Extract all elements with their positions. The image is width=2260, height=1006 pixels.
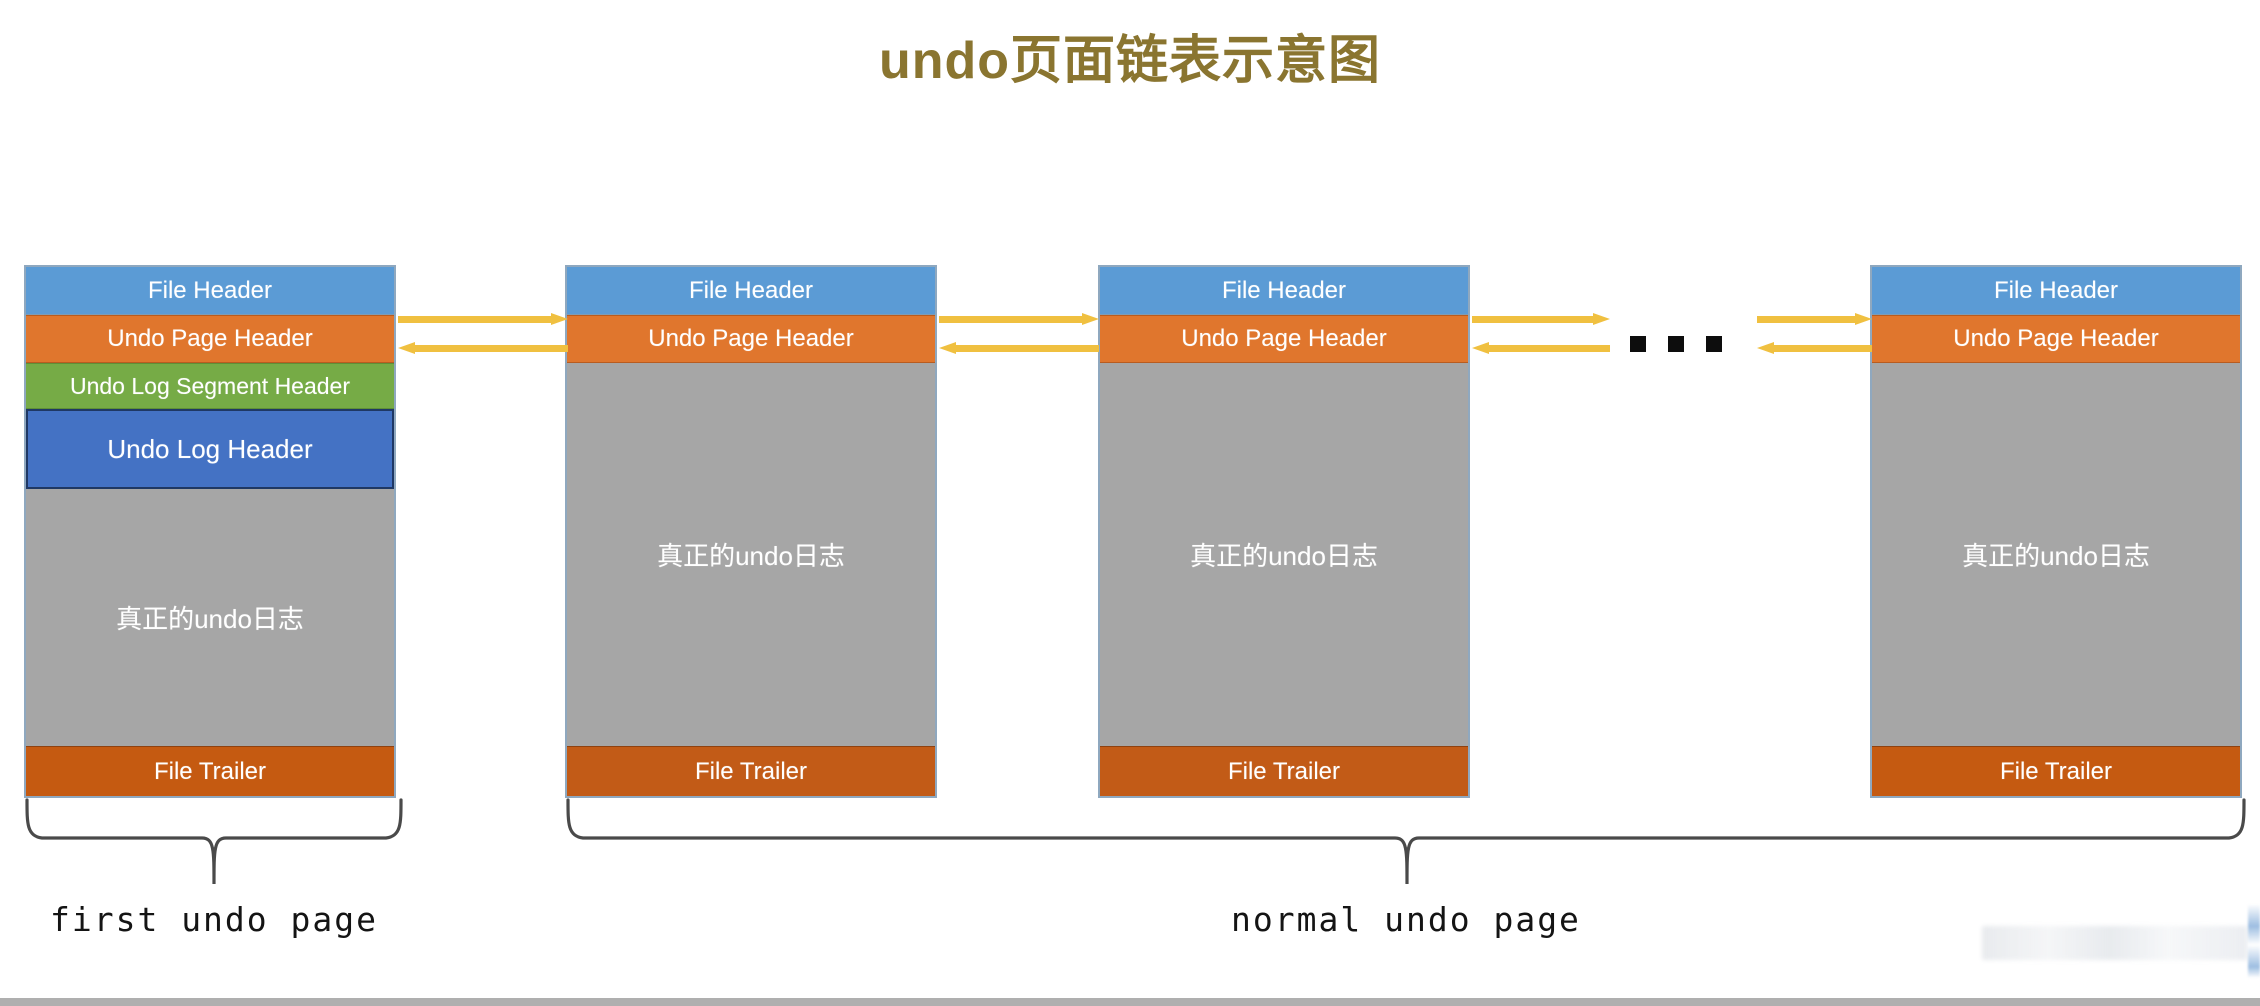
arrow-shaft — [1487, 345, 1610, 352]
link-arrow-right-2-3 — [939, 313, 1099, 326]
arrow-shaft — [939, 316, 1084, 323]
arrow-head — [398, 342, 415, 354]
brace-label-normal-undo-page: normal undo page — [1231, 900, 1581, 939]
arrow-shaft — [1472, 316, 1595, 323]
ellipsis-dot — [1668, 336, 1684, 352]
link-arrow-left-ellipsis-3 — [1472, 342, 1610, 355]
arrow-head — [551, 313, 568, 325]
segment-undo-page-header: Undo Page Header — [1100, 315, 1468, 363]
segment-undo-page-header: Undo Page Header — [567, 315, 935, 363]
brace-first-undo-page — [25, 798, 403, 885]
arrow-head — [1472, 342, 1489, 354]
segment-file-header: File Header — [567, 267, 935, 315]
segment-file-trailer: File Trailer — [26, 746, 394, 796]
arrow-shaft — [413, 345, 568, 352]
ellipsis-dot — [1706, 336, 1722, 352]
undo-page-block-4[interactable]: File Header Undo Page Header 真正的undo日志 F… — [1870, 265, 2242, 798]
segment-file-header: File Header — [26, 267, 394, 315]
arrow-head — [1082, 313, 1099, 325]
arrow-shaft — [398, 316, 553, 323]
segment-undo-log-body: 真正的undo日志 — [567, 363, 935, 746]
segment-undo-log-segment-header: Undo Log Segment Header — [26, 363, 394, 409]
ellipsis-dot — [1630, 336, 1646, 352]
segment-file-trailer: File Trailer — [567, 746, 935, 796]
arrow-shaft — [1772, 345, 1872, 352]
segment-undo-page-header: Undo Page Header — [26, 315, 394, 363]
arrow-head — [939, 342, 956, 354]
segment-undo-page-header: Undo Page Header — [1872, 315, 2240, 363]
segment-undo-log-header: Undo Log Header — [26, 409, 394, 489]
undo-page-block-1[interactable]: File Header Undo Page Header Undo Log Se… — [24, 265, 396, 798]
bottom-edge-strip — [0, 998, 2260, 1006]
arrow-head — [1855, 313, 1872, 325]
link-arrow-left-3-2 — [939, 342, 1099, 355]
segment-file-trailer: File Trailer — [1100, 746, 1468, 796]
segment-file-trailer: File Trailer — [1872, 746, 2240, 796]
segment-file-header: File Header — [1100, 267, 1468, 315]
page-title: undo页面链表示意图 — [878, 32, 1382, 90]
segment-undo-log-body: 真正的undo日志 — [26, 489, 394, 746]
ellipsis-dots — [1630, 336, 1722, 352]
arrow-shaft — [1757, 316, 1857, 323]
brace-normal-undo-page — [566, 798, 2246, 885]
link-arrow-right-1-2 — [398, 313, 568, 326]
arrow-head — [1757, 342, 1774, 354]
watermark-accent-bar — [2248, 904, 2260, 978]
link-arrow-right-ellipsis-4 — [1757, 313, 1872, 326]
brace-label-first-undo-page: first undo page — [49, 900, 378, 939]
link-arrow-left-2-1 — [398, 342, 568, 355]
arrow-shaft — [954, 345, 1099, 352]
segment-undo-log-body: 真正的undo日志 — [1872, 363, 2240, 746]
undo-page-block-3[interactable]: File Header Undo Page Header 真正的undo日志 F… — [1098, 265, 1470, 798]
segment-file-header: File Header — [1872, 267, 2240, 315]
link-arrow-left-4-ellipsis — [1757, 342, 1872, 355]
watermark — [1982, 926, 2248, 960]
undo-page-block-2[interactable]: File Header Undo Page Header 真正的undo日志 F… — [565, 265, 937, 798]
segment-undo-log-body: 真正的undo日志 — [1100, 363, 1468, 746]
link-arrow-right-3-ellipsis — [1472, 313, 1610, 326]
arrow-head — [1593, 313, 1610, 325]
